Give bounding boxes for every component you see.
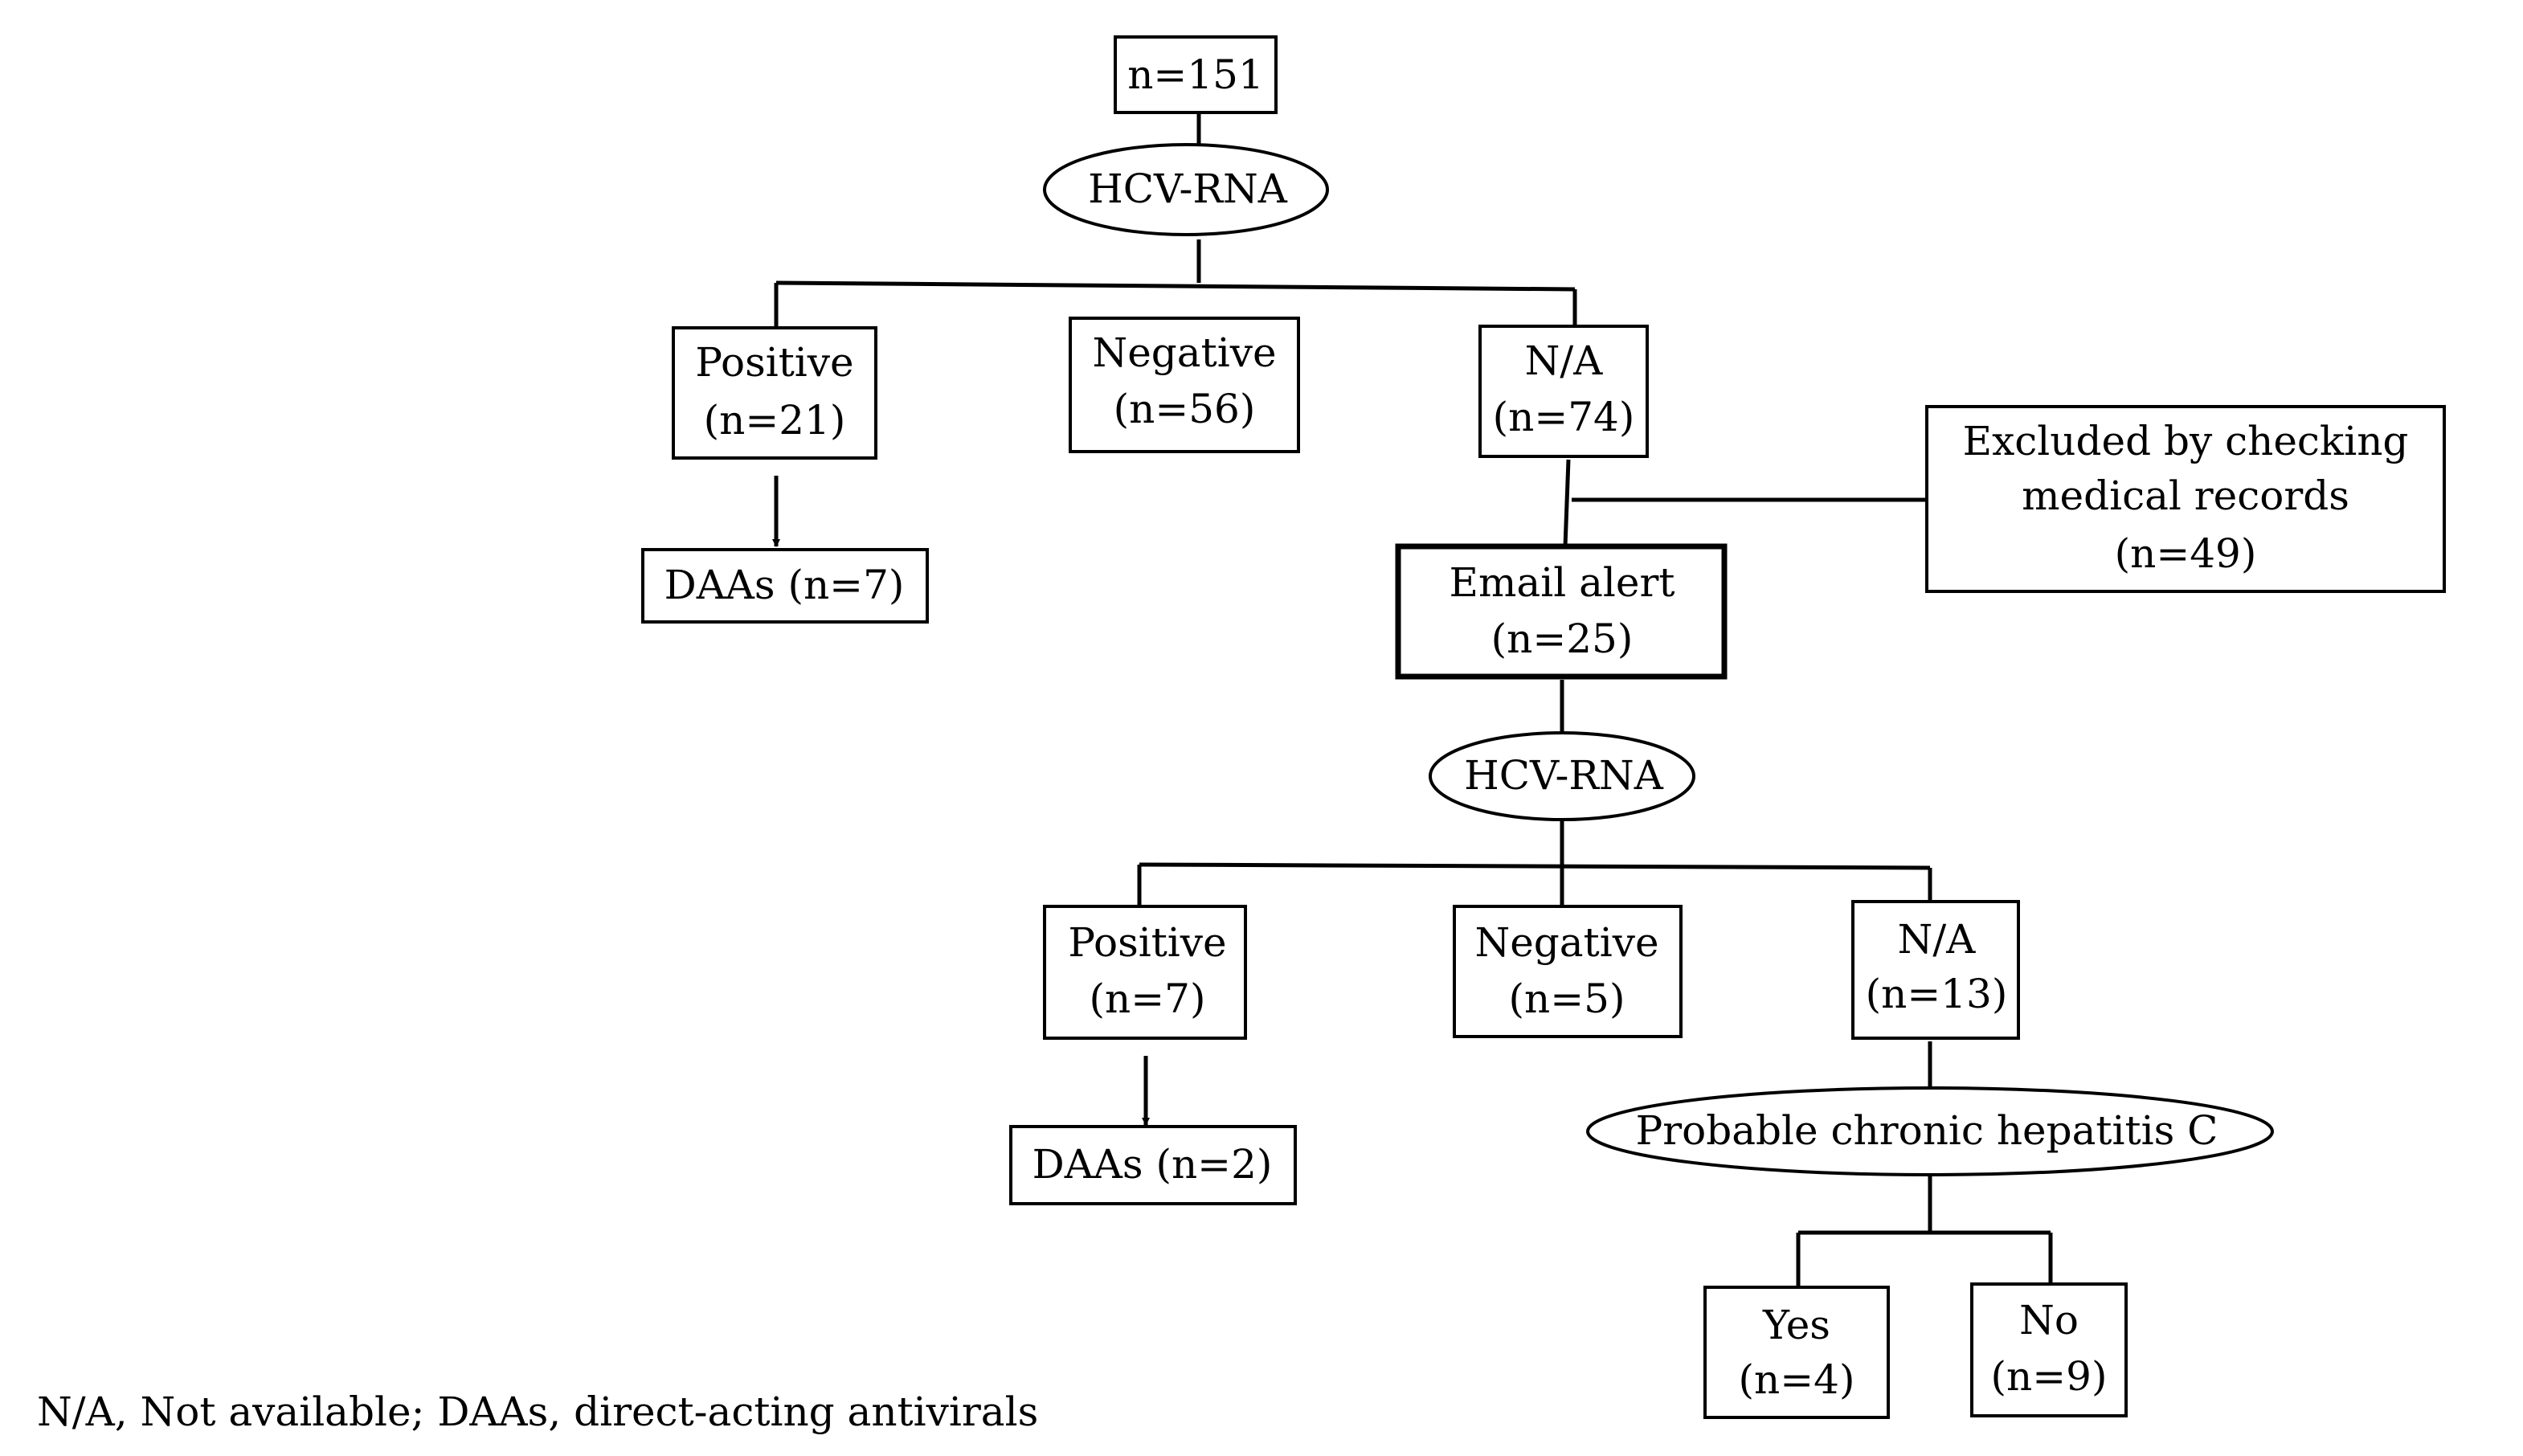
yes-box: Yes (n=4) [1703, 1286, 1890, 1419]
negative-2-count: (n=5) [1509, 975, 1625, 1022]
positive-2-count: (n=7) [1090, 975, 1206, 1022]
yes-count: (n=4) [1739, 1356, 1855, 1403]
negative-box-2: Negative (n=5) [1453, 905, 1683, 1038]
total-label: n=151 [1127, 51, 1264, 98]
email-alert-label: Email alert [1450, 559, 1675, 606]
excluded-line-3: (n=49) [2115, 530, 2257, 577]
connectors [772, 114, 2053, 1287]
na-2-label: N/A [1898, 916, 1977, 963]
probable-chronic-hepatitis-c: Probable chronic hepatitis C [1586, 1086, 2274, 1176]
email-alert-count: (n=25) [1491, 616, 1634, 662]
email-alert-box: Email alert (n=25) [1395, 543, 1728, 680]
na-box-2: N/A (n=13) [1851, 900, 2020, 1040]
excluded-box: Excluded by checking medical records (n=… [1925, 405, 2446, 593]
probable-label: Probable chronic hepatitis C [1636, 1107, 2218, 1154]
positive-1-label: Positive [695, 339, 853, 386]
negative-1-label: Negative [1092, 329, 1276, 376]
hcv-rna-test-1: HCV-RNA [1043, 143, 1329, 236]
na-box-1: N/A (n=74) [1478, 325, 1649, 458]
na-1-label: N/A [1525, 337, 1604, 384]
yes-label: Yes [1762, 1302, 1830, 1348]
negative-1-count: (n=56) [1114, 386, 1256, 432]
branch-bar-1 [775, 280, 1576, 292]
branch-bar-2 [1139, 862, 1931, 870]
na-1-count: (n=74) [1493, 394, 1635, 440]
positive-box-2: Positive (n=7) [1043, 905, 1247, 1040]
positive-2-label: Positive [1068, 919, 1226, 966]
total-box: n=151 [1114, 35, 1278, 114]
hcv-rna-test-2-label: HCV-RNA [1464, 752, 1664, 799]
no-label: No [2019, 1297, 2079, 1344]
hcv-rna-test-1-label: HCV-RNA [1088, 166, 1288, 212]
negative-box-1: Negative (n=56) [1069, 317, 1300, 453]
positive-1-count: (n=21) [704, 397, 846, 444]
daas-1-label: DAAs (n=7) [664, 562, 905, 608]
negative-2-label: Negative [1474, 919, 1658, 966]
connector-na-1-to-email [1563, 459, 1571, 547]
daas-box-2: DAAs (n=2) [1009, 1125, 1297, 1205]
daas-box-1: DAAs (n=7) [641, 548, 929, 624]
no-box: No (n=9) [1970, 1282, 2128, 1417]
positive-box-1: Positive (n=21) [672, 326, 877, 460]
daas-2-label: DAAs (n=2) [1033, 1141, 1273, 1188]
hcv-rna-test-2: HCV-RNA [1429, 731, 1695, 821]
excluded-line-1: Excluded by checking [1963, 418, 2409, 464]
footnote: N/A, Not available; DAAs, direct-acting … [37, 1389, 1039, 1435]
na-2-count: (n=13) [1866, 971, 2008, 1017]
no-count: (n=9) [1991, 1353, 2108, 1400]
excluded-line-2: medical records [2022, 472, 2349, 519]
